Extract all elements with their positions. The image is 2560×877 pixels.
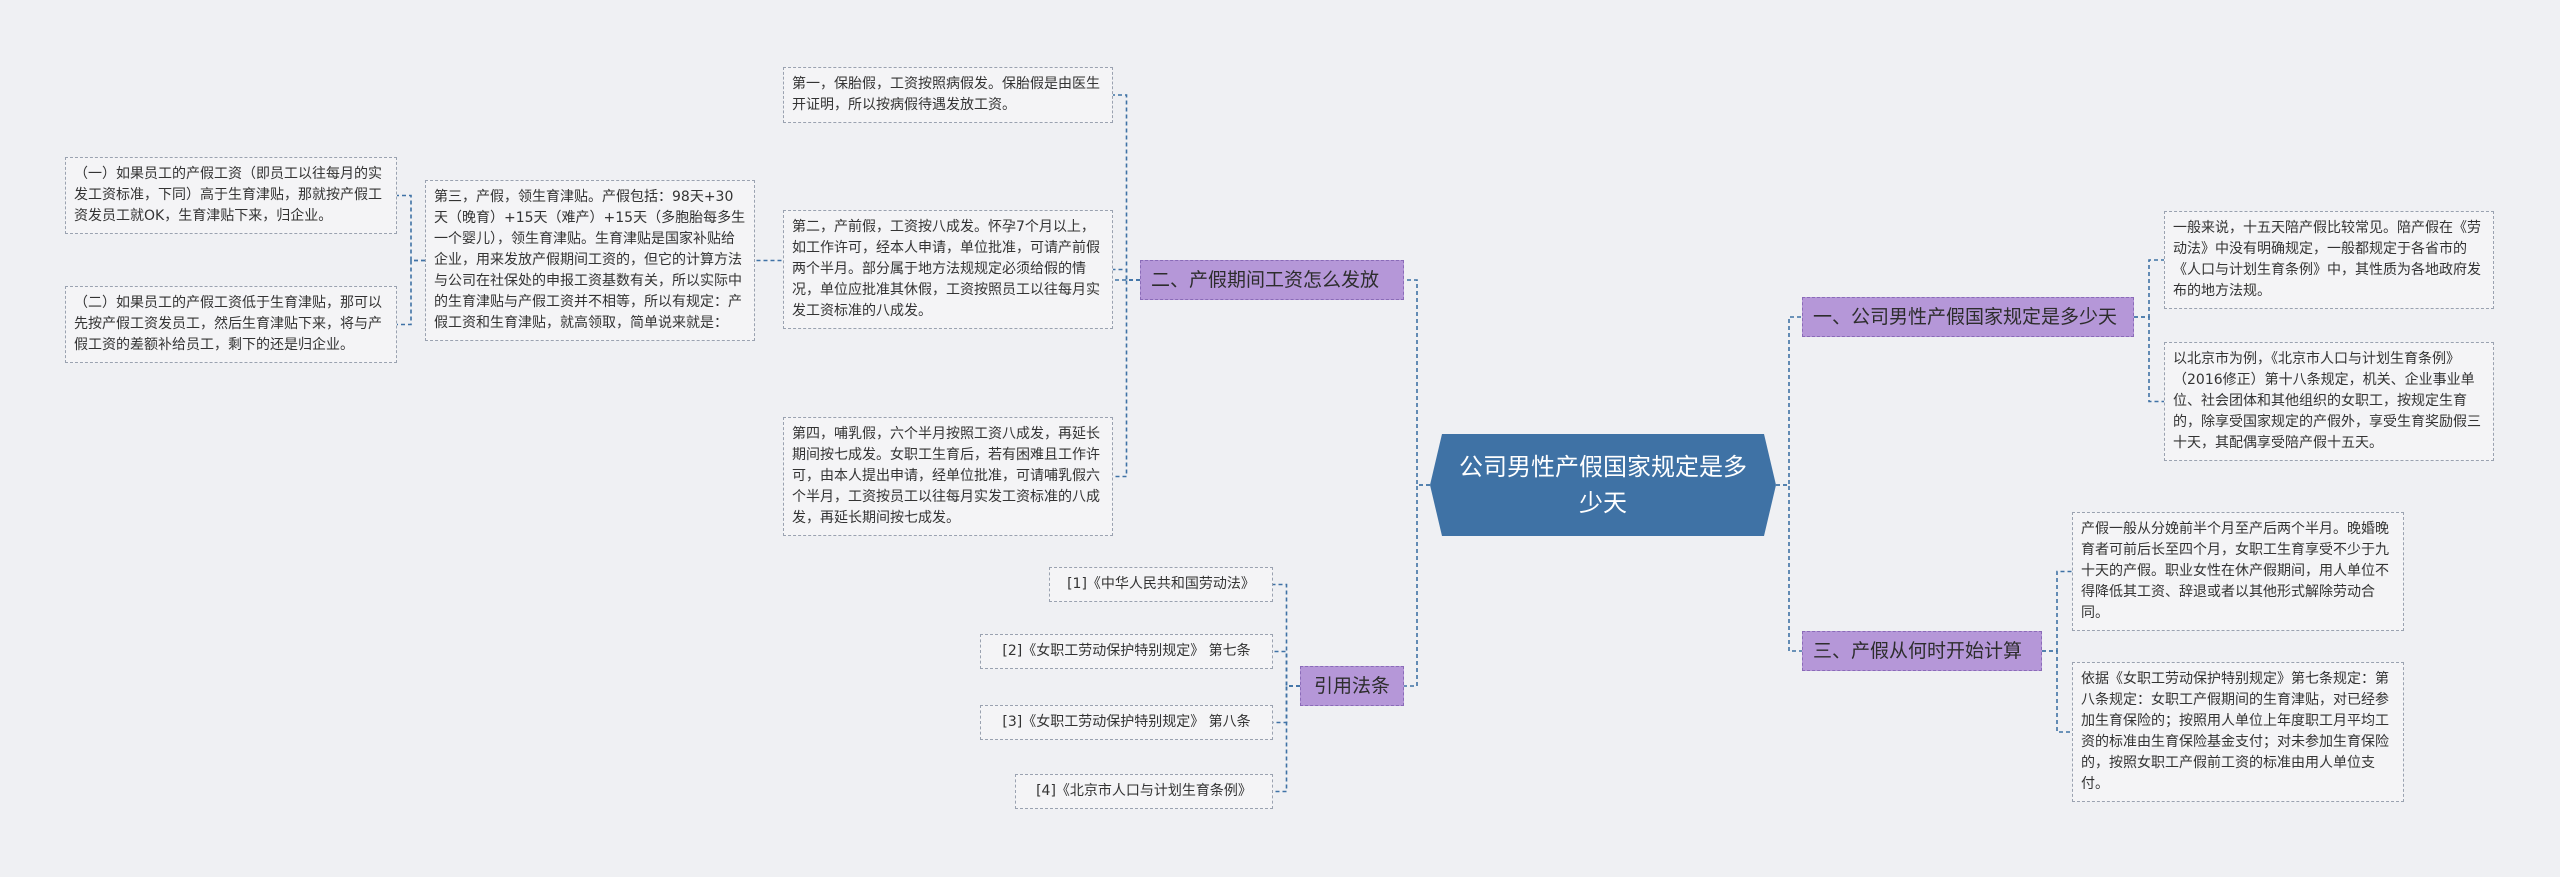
connector-13	[397, 194, 425, 262]
leaf-text: （二）如果员工的产假工资低于生育津贴，那可以先按产假工资发员工，然后生育津贴下来…	[74, 295, 382, 353]
connector-18	[1273, 685, 1300, 793]
connector-14	[397, 259, 425, 326]
leaf-text: [2]《女职工劳动保护特别规定》 第七条	[1002, 643, 1251, 659]
connector-4	[1404, 484, 1430, 687]
root-title: 公司男性产假国家规定是多少天	[1459, 453, 1747, 517]
leaf-text: [3]《女职工劳动保护特别规定》 第八条	[1002, 714, 1251, 730]
leaf-text: [4]《北京市人口与计划生育条例》	[1036, 783, 1252, 799]
law-reference-4[interactable]: [4]《北京市人口与计划生育条例》	[1015, 774, 1273, 809]
leaf-text: 产假一般从分娩前半个月至产后两个半月。晚婚晚育者可前后长至四个月，女职工生育享受…	[2081, 521, 2389, 621]
branch-label: 二、产假期间工资怎么发放	[1151, 269, 1380, 291]
connector-15	[1273, 583, 1300, 687]
connector-10	[1113, 268, 1140, 281]
branch-cited-laws[interactable]: 引用法条	[1300, 666, 1404, 706]
leaf-text: 一般来说，十五天陪产假比较常见。陪产假在《劳动法》中没有明确规定，一般都规定于各…	[2173, 220, 2481, 299]
leaf-prenatal-leave[interactable]: 第二，产前假，工资按八成发。怀孕7个月以上，如工作许可，经本人申请，单位批准，可…	[783, 210, 1113, 329]
branch-label: 引用法条	[1313, 675, 1390, 697]
leaf-nursing-leave[interactable]: 第四，哺乳假，六个半月按照工资八成发，再延长期间按七成发。女职工生育后，若有困难…	[783, 417, 1113, 536]
branch-label: 一、公司男性产假国家规定是多少天	[1813, 306, 2118, 328]
connector-2	[1776, 484, 1802, 652]
branch-leave-start-time[interactable]: 三、产假从何时开始计算	[1802, 631, 2042, 671]
leaf-text: 依据《女职工劳动保护特别规定》第七条规定：第八条规定：女职工产假期间的生育津贴，…	[2081, 671, 2389, 792]
leaf-paternity-leave-general[interactable]: 一般来说，十五天陪产假比较常见。陪产假在《劳动法》中没有明确规定，一般都规定于各…	[2164, 211, 2494, 309]
leaf-pregnancy-protection-leave[interactable]: 第一，保胎假，工资按照病假发。保胎假是由医生开证明，所以按病假待遇发放工资。	[783, 67, 1113, 123]
connector-1	[1776, 316, 1802, 486]
leaf-text: 以北京市为例，《北京市人口与计划生育条例》（2016修正）第十八条规定，机关、企…	[2173, 351, 2481, 451]
connector-7	[2042, 570, 2072, 652]
branch-label: 三、产假从何时开始计算	[1813, 640, 2023, 662]
leaf-text: [1]《中华人民共和国劳动法》	[1067, 576, 1255, 592]
leaf-regulation-article[interactable]: 依据《女职工劳动保护特别规定》第七条规定：第八条规定：女职工产假期间的生育津贴，…	[2072, 662, 2404, 802]
connector-16	[1273, 650, 1300, 687]
root-topic[interactable]: 公司男性产假国家规定是多少天	[1430, 434, 1776, 536]
leaf-leave-period[interactable]: 产假一般从分娩前半个月至产后两个半月。晚婚晚育者可前后长至四个月，女职工生育享受…	[2072, 512, 2404, 631]
law-reference-1[interactable]: [1]《中华人民共和国劳动法》	[1049, 567, 1273, 602]
leaf-text: （一）如果员工的产假工资（即员工以往每月的实发工资标准，下同）高于生育津贴，那就…	[74, 166, 382, 224]
connector-5	[2134, 259, 2164, 318]
leaf-text: 第一，保胎假，工资按照病假发。保胎假是由医生开证明，所以按病假待遇发放工资。	[792, 76, 1100, 113]
leaf-text: 第二，产前假，工资按八成发。怀孕7个月以上，如工作许可，经本人申请，单位批准，可…	[792, 219, 1100, 319]
connector-12	[1113, 279, 1140, 478]
leaf-sub-case-one[interactable]: （一）如果员工的产假工资（即员工以往每月的实发工资标准，下同）高于生育津贴，那就…	[65, 157, 397, 234]
connector-9	[1113, 94, 1140, 281]
branch-salary-payment[interactable]: 二、产假期间工资怎么发放	[1140, 260, 1404, 300]
connector-3	[1404, 279, 1430, 486]
law-reference-2[interactable]: [2]《女职工劳动保护特别规定》 第七条	[980, 634, 1273, 669]
leaf-text: 第四，哺乳假，六个半月按照工资八成发，再延长期间按七成发。女职工生育后，若有困难…	[792, 426, 1100, 526]
leaf-beijing-example[interactable]: 以北京市为例，《北京市人口与计划生育条例》（2016修正）第十八条规定，机关、企…	[2164, 342, 2494, 461]
branch-male-leave-days[interactable]: 一、公司男性产假国家规定是多少天	[1802, 297, 2134, 337]
connector-6	[2134, 316, 2164, 403]
connector-8	[2042, 650, 2072, 733]
law-reference-3[interactable]: [3]《女职工劳动保护特别规定》 第八条	[980, 705, 1273, 740]
leaf-maternity-allowance[interactable]: 第三，产假，领生育津贴。产假包括：98天+30天（晚育）+15天（难产）+15天…	[425, 180, 755, 341]
leaf-text: 第三，产假，领生育津贴。产假包括：98天+30天（晚育）+15天（难产）+15天…	[434, 189, 746, 331]
leaf-sub-case-two[interactable]: （二）如果员工的产假工资低于生育津贴，那可以先按产假工资发员工，然后生育津贴下来…	[65, 286, 397, 363]
